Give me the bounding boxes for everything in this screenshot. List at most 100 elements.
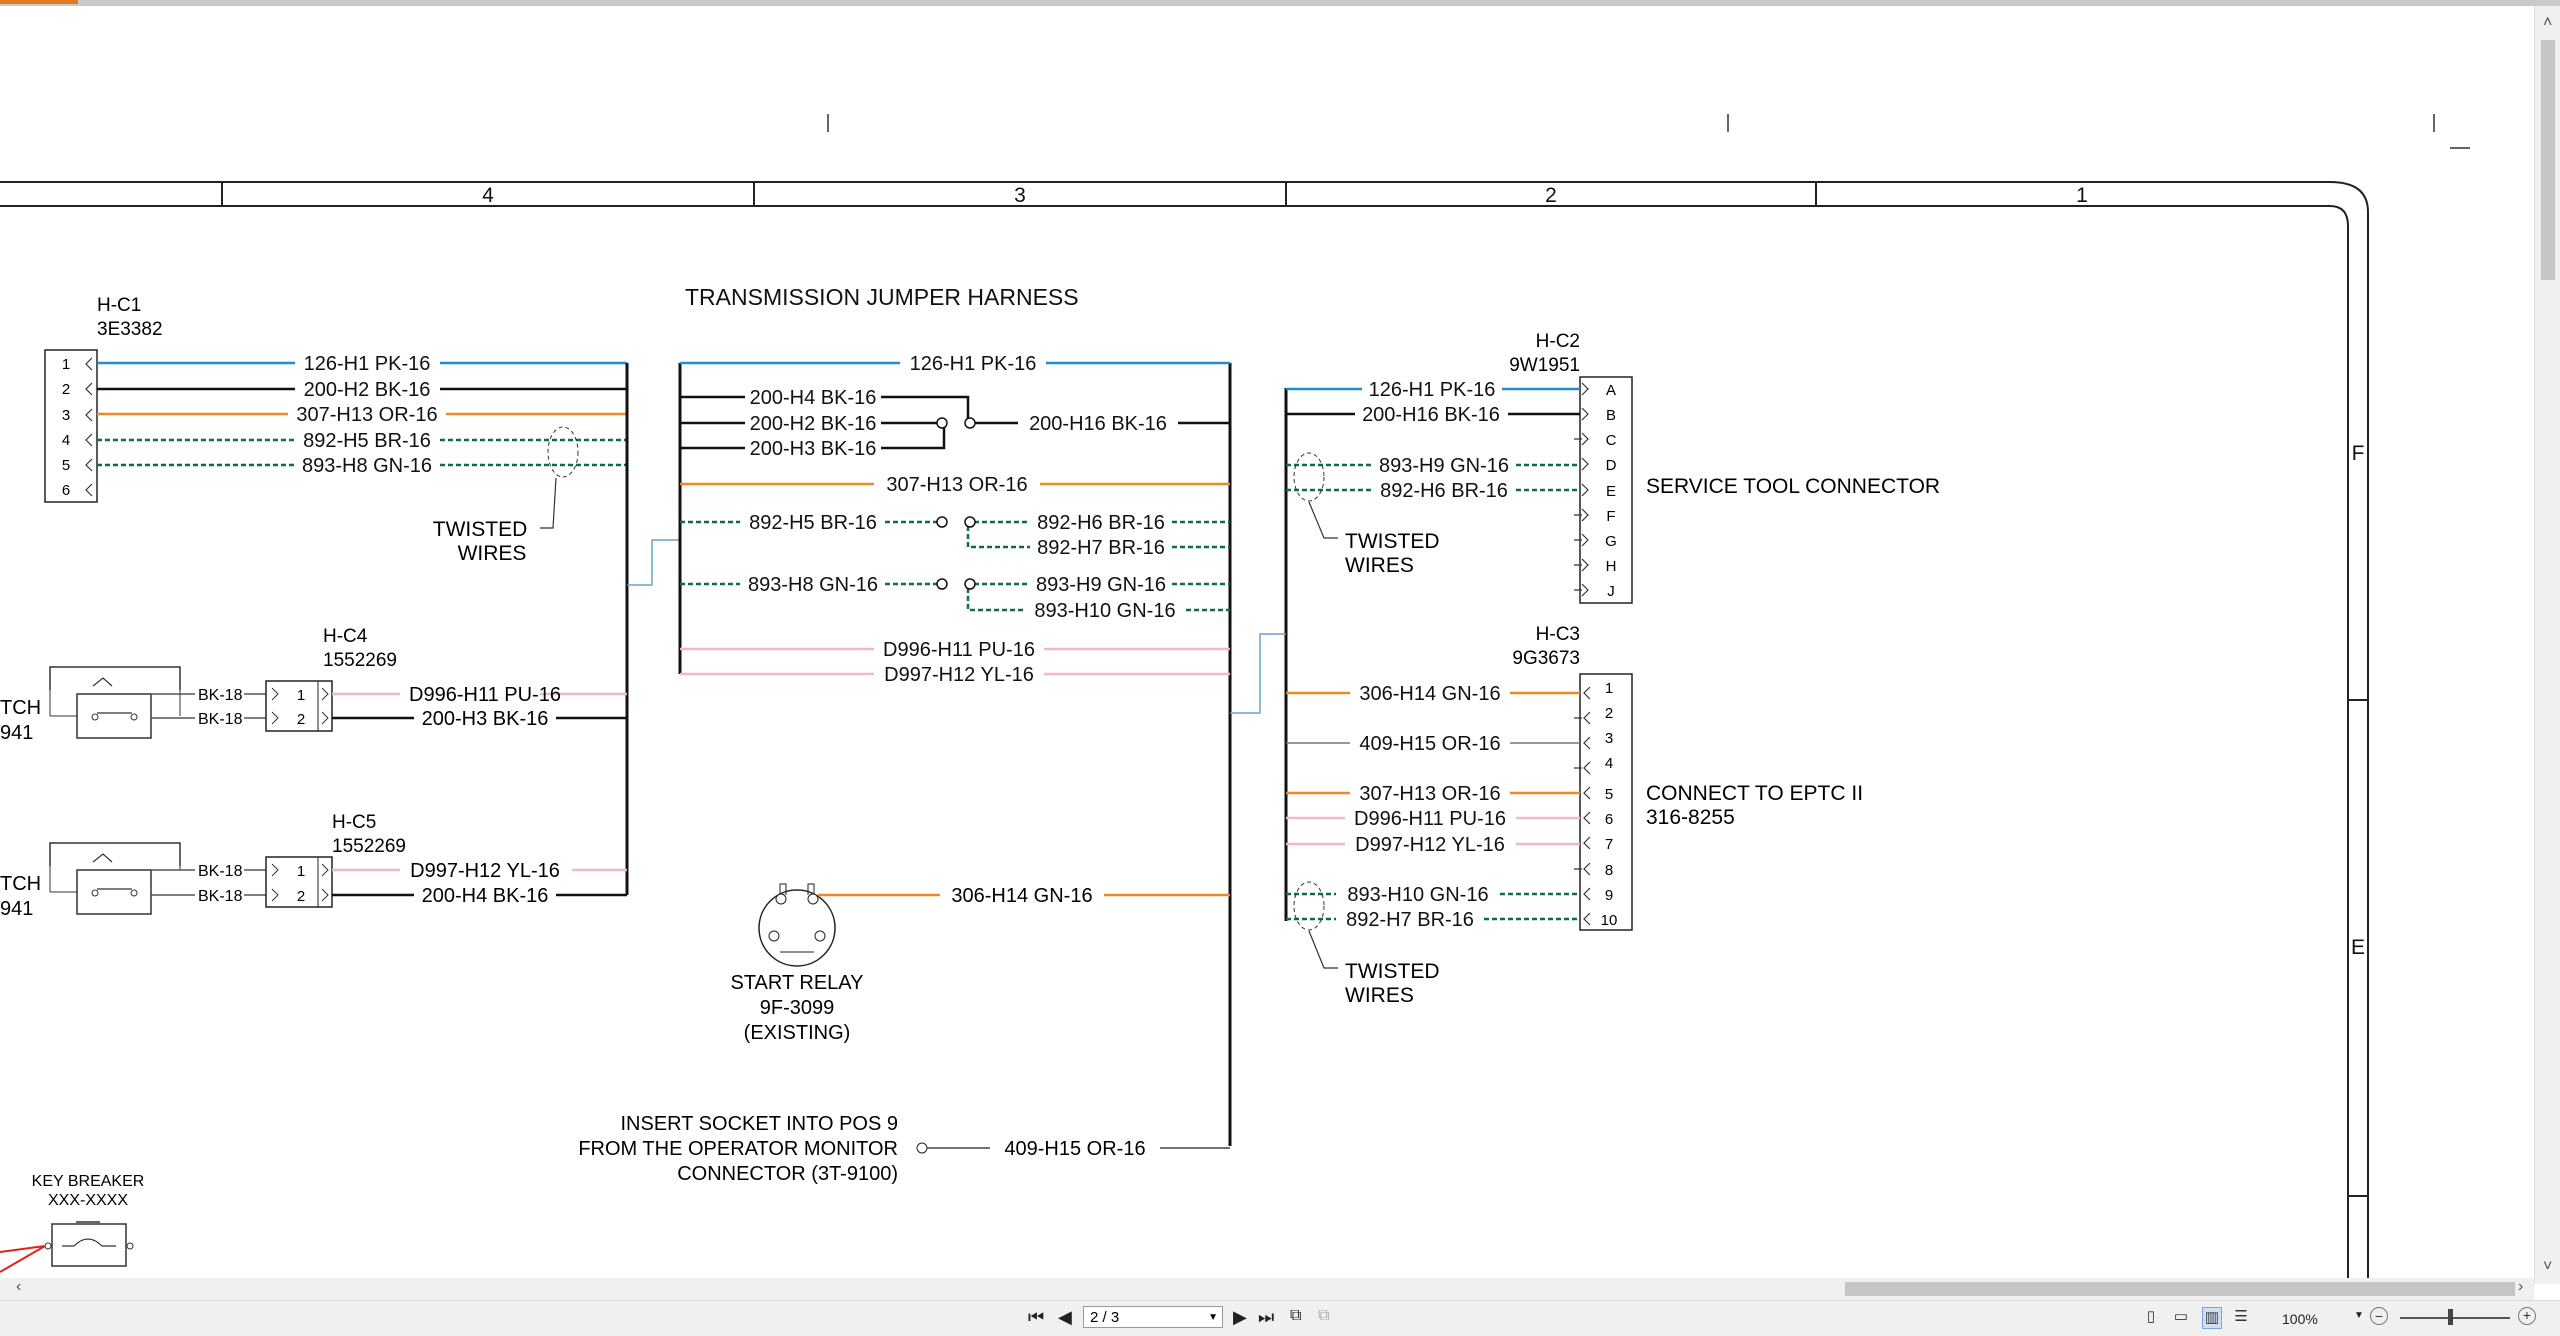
key-breaker-part: XXX-XXXX — [48, 1192, 128, 1209]
wire-label: 126-H1 PK-16 — [910, 353, 1037, 375]
column-label-1: 1 — [2076, 184, 2088, 207]
wire-label: D996-H11 PU-16 — [883, 639, 1035, 661]
connector-h-c2: H-C2 9W1951 A B C D E F G H J SERVICE TO… — [1509, 331, 1940, 604]
wire-label: 200-H4 BK-16 — [750, 387, 877, 409]
previous-page-icon[interactable]: ◀ — [1058, 1307, 1072, 1327]
vertical-scrollbar[interactable]: ˄ ˅ — [2534, 6, 2560, 1284]
harness-title: TRANSMISSION JUMPER HARNESS — [685, 284, 1079, 310]
service-tool-label: SERVICE TOOL CONNECTOR — [1646, 475, 1940, 498]
continuous-view-icon[interactable]: ▭ — [2173, 1308, 2189, 1325]
next-page-icon[interactable]: ▶ — [1233, 1307, 1247, 1327]
connector-h-c5: H-C5 1552269 1 2 — [265, 812, 406, 908]
copy-icon[interactable]: ⧉ — [1290, 1307, 1302, 1324]
h-c3-pin: 4 — [1605, 755, 1613, 772]
scroll-right-icon[interactable]: › — [2518, 1278, 2524, 1295]
wire-label: 892-H5 BR-16 — [749, 512, 877, 534]
last-page-icon[interactable]: ⏭ — [1258, 1307, 1275, 1327]
twisted-wires-label: WIRES — [458, 542, 527, 565]
wire-label: 409-H15 OR-16 — [1359, 733, 1500, 755]
h-c3-part: 9G3673 — [1512, 648, 1580, 669]
twisted-wires-label: TWISTED — [1345, 960, 1440, 983]
bus-connector — [627, 539, 680, 586]
twisted-pair-marker — [547, 426, 579, 478]
column-label-3: 3 — [1014, 184, 1026, 207]
twisted-pair-marker — [1293, 452, 1325, 502]
note-line: FROM THE OPERATOR MONITOR — [578, 1138, 898, 1160]
wire-label: 893-H8 GN-16 — [748, 574, 878, 596]
switch-label-fragment: TCH — [0, 697, 41, 719]
h-c2-pin: B — [1606, 407, 1616, 424]
eptc-part: 316-8255 — [1646, 806, 1735, 829]
twisted-wires-label: WIRES — [1345, 984, 1414, 1007]
page-number-value: 2 / 3 — [1090, 1309, 1120, 1326]
single-page-view-icon[interactable]: ▯ — [2146, 1308, 2156, 1325]
wire-label: 893-H9 GN-16 — [1036, 574, 1166, 596]
vertical-scroll-thumb[interactable] — [2541, 40, 2555, 280]
wire-label: 126-H1 PK-16 — [1369, 379, 1496, 401]
h-c4-pin: 2 — [297, 711, 305, 728]
key-breaker: KEY BREAKER XXX-XXXX — [0, 1173, 144, 1273]
wire-label: 893-H10 GN-16 — [1034, 600, 1175, 622]
wire-label: 306-H14 GN-16 — [951, 885, 1092, 907]
h-c2-pin: D — [1606, 457, 1617, 474]
wire-label: 893-H9 GN-16 — [1379, 455, 1509, 477]
wire-label: 409-H15 OR-16 — [1004, 1138, 1145, 1160]
tab-accent — [0, 0, 78, 4]
wire-label: D997-H12 YL-16 — [410, 860, 560, 882]
h-c3-pin: 2 — [1605, 705, 1613, 722]
h-c2-pin: H — [1606, 558, 1617, 575]
zoom-slider[interactable] — [2400, 1317, 2510, 1319]
h-c1-pin: 4 — [62, 432, 70, 449]
horizontal-scrollbar[interactable]: ‹ › — [0, 1278, 2534, 1300]
page-number-field[interactable]: 2 / 3 ▼ — [1083, 1306, 1223, 1328]
switch-h-c5: TCH 941 BK-18 BK-18 — [0, 842, 266, 920]
schematic-canvas: 4 3 2 1 F E TRANSMISSION JUMPER HARNESS … — [0, 114, 2470, 1278]
h-c3-pin: 1 — [1605, 680, 1613, 697]
wire-label: 200-H16 BK-16 — [1029, 413, 1167, 435]
connector-h-c1: H-C1 3E3382 1 2 3 4 5 6 — [44, 295, 163, 503]
scroll-left-icon[interactable]: ‹ — [16, 1278, 22, 1295]
twisted-pair-marker — [1293, 881, 1325, 931]
h-c1-pin: 2 — [62, 381, 70, 398]
h-c2-pin: G — [1605, 533, 1617, 550]
h-c4-name: H-C4 — [323, 626, 368, 647]
wire-label: 892-H5 BR-16 — [303, 430, 431, 452]
h-c3-pin: 8 — [1605, 862, 1613, 879]
chevron-down-icon[interactable]: ▼ — [1208, 1312, 1218, 1323]
right-bus — [1230, 388, 1288, 921]
paste-icon[interactable]: ⧉ — [1318, 1307, 1330, 1324]
horizontal-scroll-thumb[interactable] — [1845, 1282, 2515, 1296]
h-c1-pin: 6 — [62, 482, 70, 499]
wire-label: 892-H7 BR-16 — [1037, 537, 1165, 559]
scroll-down-icon[interactable]: ˅ — [2543, 1258, 2553, 1275]
row-label-f: F — [2352, 442, 2365, 465]
note-line: INSERT SOCKET INTO POS 9 — [621, 1113, 899, 1135]
facing-view-icon[interactable]: ▥ — [2202, 1307, 2222, 1329]
page-ticks — [827, 114, 2470, 149]
zoom-in-icon[interactable]: + — [2518, 1307, 2536, 1325]
wire-label: 892-H7 BR-16 — [1346, 909, 1474, 931]
column-label-4: 4 — [482, 184, 494, 207]
zoom-slider-thumb[interactable] — [2448, 1309, 2453, 1325]
h-c1-part: 3E3382 — [97, 319, 163, 340]
zoom-level[interactable]: 100% — [2282, 1311, 2318, 1327]
wire-label: 126-H1 PK-16 — [304, 353, 431, 375]
wire-label: D996-H11 PU-16 — [1354, 808, 1506, 830]
h-c5-pin: 1 — [297, 863, 305, 880]
continuous-facing-view-icon[interactable]: ☰ — [2234, 1308, 2248, 1325]
first-page-icon[interactable]: ⏮ — [1028, 1307, 1045, 1327]
eptc-label: CONNECT TO EPTC II — [1646, 782, 1863, 805]
h-c1-pin: 3 — [62, 407, 70, 424]
wire-label: BK-18 — [198, 888, 243, 905]
h-c3-pin: 3 — [1605, 730, 1613, 747]
wire-label: 200-H2 BK-16 — [304, 379, 431, 401]
scroll-up-icon[interactable]: ˄ — [2543, 14, 2553, 31]
h-c1-wires — [97, 361, 627, 467]
drawing-frame — [0, 181, 2369, 1278]
h-c3-pin: 7 — [1605, 836, 1613, 853]
h-c2-pin: C — [1606, 432, 1617, 449]
zoom-out-icon[interactable]: − — [2370, 1307, 2388, 1325]
wire-label: BK-18 — [198, 687, 243, 704]
chevron-down-icon[interactable]: ▼ — [2354, 1310, 2364, 1321]
h-c3-pin: 9 — [1605, 887, 1613, 904]
